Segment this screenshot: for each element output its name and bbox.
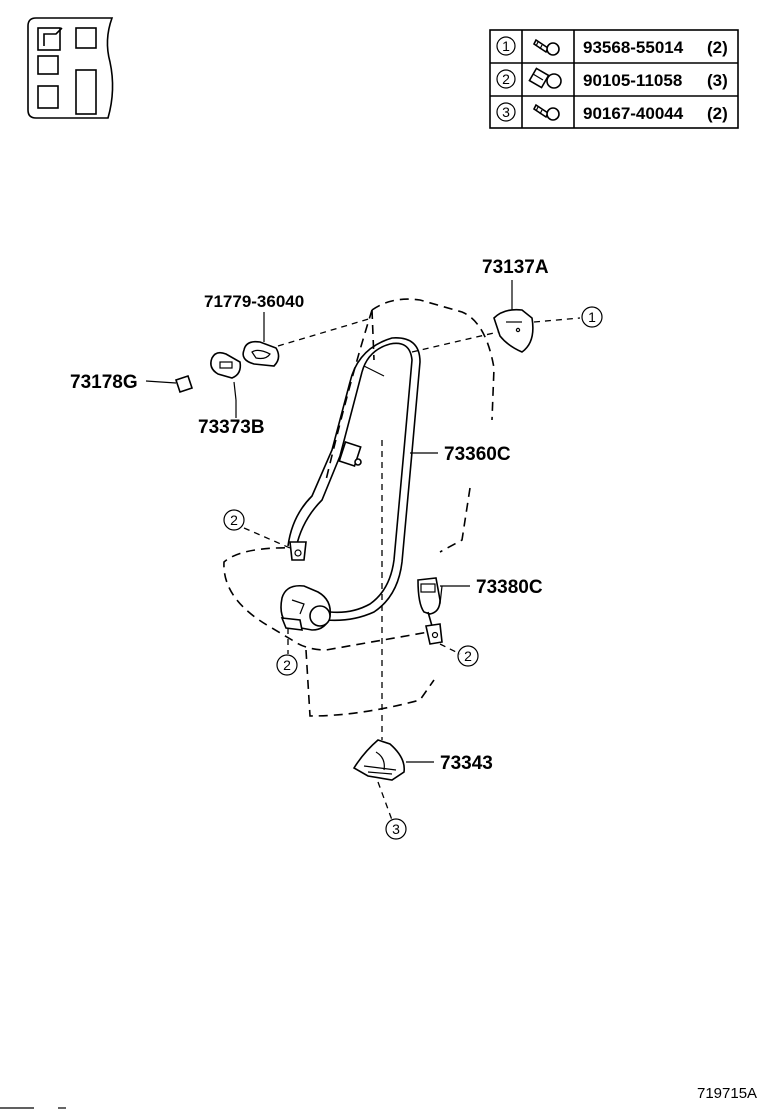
ref-number: 2 bbox=[502, 71, 510, 87]
ref-number: 1 bbox=[502, 38, 510, 54]
part-label-73343: 73343 bbox=[440, 753, 493, 774]
belt-escutcheon bbox=[242, 340, 280, 367]
ref-circle bbox=[496, 36, 516, 56]
callout-2: 2 bbox=[223, 509, 245, 531]
callout-3: 3 bbox=[385, 818, 407, 840]
part-number: 90105-11058 bbox=[583, 71, 682, 90]
anchor-plate bbox=[289, 541, 307, 561]
screw-icon bbox=[532, 38, 560, 56]
ref-circle bbox=[496, 102, 516, 122]
seat-belt-buckle bbox=[417, 577, 443, 645]
callout-1: 1 bbox=[581, 306, 603, 328]
callout-2: 2 bbox=[276, 654, 298, 676]
svg-text:2: 2 bbox=[283, 657, 291, 673]
part-label-73360c: 73360C bbox=[444, 444, 511, 465]
fastener-table: 1 93568-55014 (2) 2 90105-11058 (3) bbox=[489, 29, 739, 129]
svg-text:1: 1 bbox=[588, 309, 596, 325]
floor-anchor-cover bbox=[352, 739, 406, 781]
seat-belt-assembly bbox=[280, 337, 421, 631]
screw-icon bbox=[532, 103, 560, 121]
belt-bezel bbox=[210, 351, 242, 379]
fastener-row: 3 90167-40044 (2) bbox=[496, 102, 728, 123]
fastener-row: 1 93568-55014 (2) bbox=[496, 36, 728, 57]
part-label-71779-36040: 71779-36040 bbox=[204, 292, 304, 311]
quantity: (3) bbox=[707, 71, 728, 90]
quantity: (2) bbox=[707, 38, 728, 57]
ref-number: 3 bbox=[502, 104, 510, 120]
part-label-73380c: 73380C bbox=[476, 577, 543, 598]
svg-text:2: 2 bbox=[464, 648, 472, 664]
leader-lines bbox=[145, 280, 581, 821]
part-number: 93568-55014 bbox=[583, 38, 684, 57]
retractor bbox=[280, 584, 332, 631]
part-number: 90167-40044 bbox=[583, 104, 684, 123]
fastener-row: 2 90105-11058 (3) bbox=[496, 67, 728, 90]
belt-cap bbox=[174, 374, 194, 394]
quantity: (2) bbox=[707, 104, 728, 123]
bolt-icon bbox=[528, 67, 562, 89]
svg-text:3: 3 bbox=[392, 821, 400, 837]
part-label-73373b: 73373B bbox=[198, 417, 265, 438]
vehicle-location-thumbnail bbox=[27, 17, 114, 119]
figure-number: 719715A bbox=[697, 1085, 757, 1102]
part-label-73137a: 73137A bbox=[482, 257, 549, 278]
ref-circle bbox=[496, 69, 516, 89]
svg-text:2: 2 bbox=[230, 512, 238, 528]
seat-outline bbox=[223, 298, 495, 740]
callout-2: 2 bbox=[457, 645, 479, 667]
part-label-73178g: 73178G bbox=[70, 372, 138, 393]
shoulder-anchor-cover bbox=[493, 308, 534, 353]
